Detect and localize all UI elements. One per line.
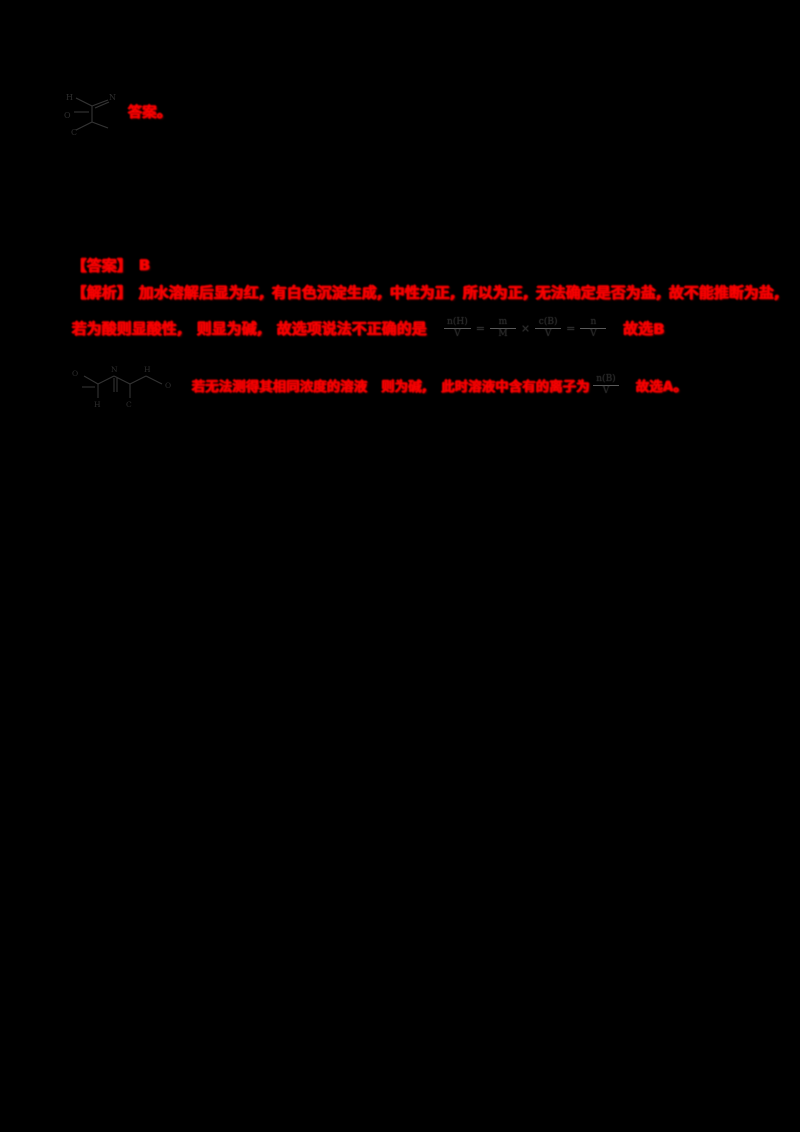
atom-label-6: O <box>165 381 171 390</box>
atom-label-top: H <box>66 93 73 102</box>
fraction-4-denominator: V <box>590 329 597 340</box>
final-conclusion: 故选A。 <box>635 380 688 396</box>
fraction-1: n(H) V <box>444 317 471 340</box>
explanation-line-2: 若为酸则显酸性, 则显为碱, 故选项说法不正确的是 n(H) V = m M ×… <box>72 317 665 340</box>
explanation-label: 【解析】 <box>72 286 132 302</box>
header-block: H O N C 答案。 <box>62 88 282 144</box>
explanation-segment-11: 则为碱, <box>381 380 428 396</box>
fraction-5-denominator: V <box>602 386 610 397</box>
fraction-2-denominator: M <box>498 329 508 340</box>
explanation-segment-5: 无法确定是否为盐, <box>536 286 663 302</box>
explanation-segment-1: 加水溶解后显为红, <box>139 286 266 302</box>
atom-label-bottom: C <box>71 128 77 137</box>
explanation-segment-9: 故选项说法不正确的是 <box>277 322 428 339</box>
explanation-segment-7: 若为酸则显酸性, <box>72 322 184 339</box>
fraction-5: n(B) V <box>592 374 619 397</box>
fraction-5-numerator: n(B) <box>596 374 616 384</box>
explanation-segment-6: 故不能推断为盐, <box>669 286 781 302</box>
fraction-3-denominator: V <box>544 329 552 340</box>
answer-line: 【答案】 B <box>72 255 151 276</box>
explanation-line-1: 【解析】 加水溶解后显为红, 有白色沉淀生成, 中性为正, 所以为正, 无法确定… <box>72 282 780 303</box>
atom-label-right: N <box>109 93 116 102</box>
fraction-3-bar <box>535 328 562 330</box>
operator-2: × <box>520 322 531 336</box>
atom-label-4: C <box>126 400 132 409</box>
explanation-line-3: 若无法测得其相同浓度的溶液 则为碱, 此时溶液中含有的离子为 n(B) V 故选… <box>72 374 688 397</box>
answer-value: B <box>139 257 151 274</box>
operator-3: = <box>566 322 576 336</box>
atom-label-2: H <box>94 400 101 409</box>
fraction-1-denominator: V <box>454 329 461 340</box>
fraction-2-bar <box>489 328 516 330</box>
explanation-segment-8: 则显为碱, <box>197 322 264 339</box>
explanation-segment-4: 所以为正, <box>463 286 530 302</box>
explanation-segment-2: 有白色沉淀生成, <box>272 286 384 302</box>
conclusion-inline: 故选B <box>623 322 665 339</box>
explanation-segment-3: 中性为正, <box>390 286 457 302</box>
answer-label: 【答案】 <box>72 259 132 275</box>
fraction-2-numerator: m <box>498 317 508 327</box>
atom-label-5: H <box>144 365 151 374</box>
operator-1: = <box>475 322 485 336</box>
fraction-4: n V <box>580 317 607 340</box>
fraction-1-bar <box>444 328 471 330</box>
chemical-structure-bottom: O H N C H O <box>68 362 180 410</box>
fraction-3-numerator: c(B) <box>538 317 558 327</box>
chemical-structure-header: H O N C <box>62 88 124 140</box>
explanation-segment-12: 此时溶液中含有的离子为 <box>441 380 590 396</box>
atom-label-1: O <box>72 369 78 378</box>
fraction-3: c(B) V <box>535 317 562 340</box>
atom-label-left: O <box>64 111 71 120</box>
fraction-4-numerator: n <box>590 317 597 327</box>
fraction-2: m M <box>489 317 516 340</box>
fraction-1-numerator: n(H) <box>447 317 468 327</box>
fraction-4-bar <box>580 328 607 330</box>
header-red-note: 答案。 <box>128 105 172 121</box>
atom-label-3: N <box>111 365 118 374</box>
explanation-segment-10: 若无法测得其相同浓度的溶液 <box>192 380 368 396</box>
fraction-5-bar <box>592 385 619 387</box>
